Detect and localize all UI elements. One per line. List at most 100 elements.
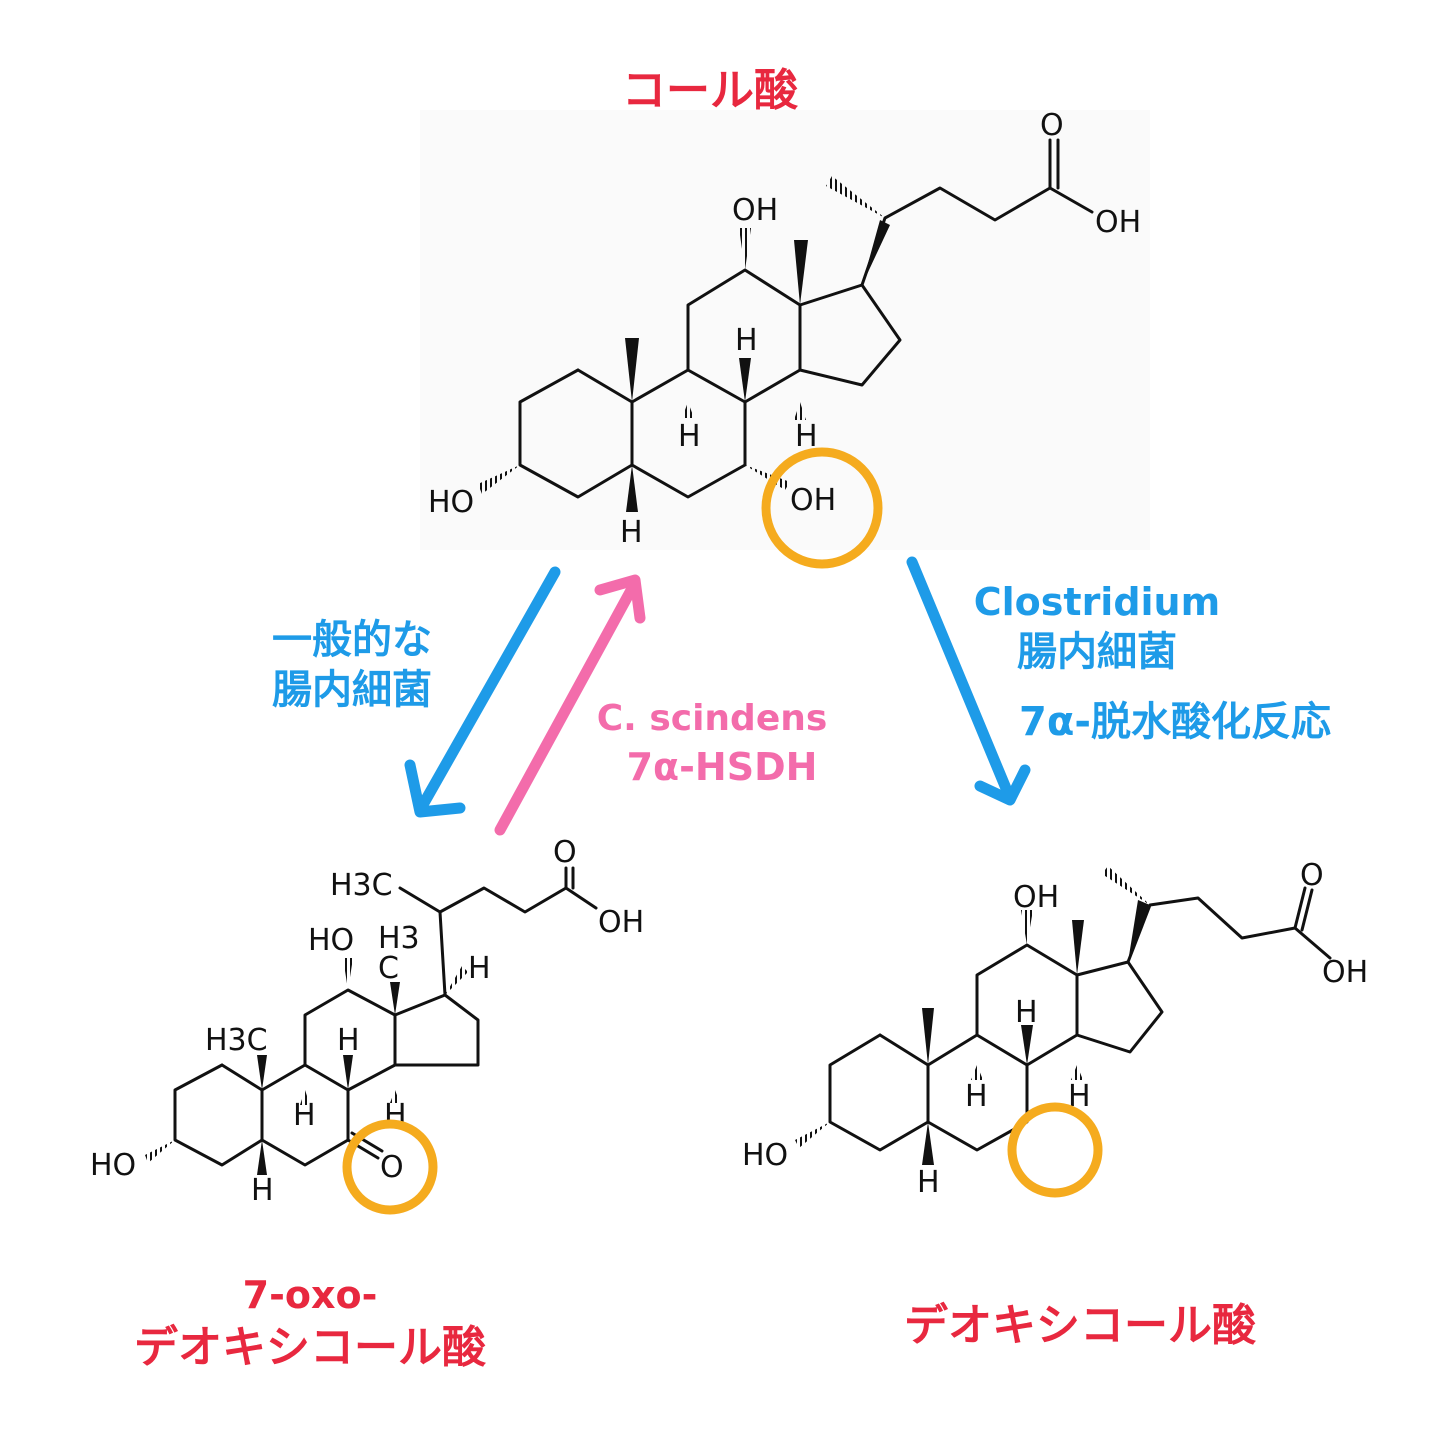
ring-d: [1075, 960, 1164, 1054]
carbonyl-bond-1: [1293, 886, 1307, 930]
h5-label: H: [917, 1165, 940, 1200]
arrow-cholic-to-oxo: [404, 566, 561, 818]
oh12-label: OH: [732, 193, 778, 228]
ring-d: [798, 283, 902, 387]
h9-hash: [971, 1065, 983, 1080]
h5-label: H: [620, 515, 643, 550]
h5-wedge: [257, 1140, 267, 1175]
methyl-21-hash: [1102, 866, 1150, 905]
arrow-oxo-to-cholic: [494, 574, 646, 836]
h14-label: H: [1068, 1079, 1091, 1114]
h14-hash: [390, 1090, 400, 1103]
h5-wedge: [922, 1122, 934, 1165]
h3c-19-label: H3C: [205, 1023, 268, 1058]
side-chain: [438, 886, 568, 997]
ring-b: [630, 368, 747, 499]
left-up-label-line2: 7α-HSDH: [627, 745, 818, 789]
h14-hash: [794, 402, 806, 420]
h9-hash: [682, 402, 694, 418]
ring-b: [260, 1063, 350, 1167]
carbonyl-bond-2: [1300, 888, 1314, 932]
h8-label: H: [1015, 995, 1038, 1030]
highlight-7-position-circle: [1007, 1102, 1103, 1198]
methyl-18-wedge: [1072, 920, 1084, 975]
h17-hash: [445, 966, 468, 995]
acid-oh-bond: [1293, 926, 1332, 960]
acid-oh-bond: [1048, 186, 1094, 214]
h8-wedge: [343, 1055, 353, 1090]
7-oxo-deoxycholic-acid-structure: H3C O OH HO H3 C H H3C H H H HO H O: [90, 835, 644, 1215]
h5-label: H: [251, 1173, 274, 1208]
left-down-label-line1: 一般的な: [272, 617, 432, 663]
h9-hash: [300, 1090, 310, 1105]
methyl-19-wedge: [257, 1055, 267, 1090]
ho3-label: HO: [428, 485, 474, 520]
right-down-label-line2: 腸内細菌: [1017, 629, 1177, 675]
ring-c: [303, 988, 397, 1092]
h9-label: H: [678, 419, 701, 454]
oxo-title-line2: デオキシコール酸: [134, 1322, 487, 1373]
h9-label: H: [293, 1098, 316, 1133]
h8-label: H: [337, 1023, 360, 1058]
left-up-label-line1: C. scindens: [597, 698, 828, 739]
acid-o-label: O: [1040, 108, 1064, 143]
arrow-cholic-to-deoxy: [906, 556, 1031, 806]
h8-label: H: [735, 323, 758, 358]
h9-label: H: [965, 1079, 988, 1114]
ho3-hash: [795, 1122, 830, 1148]
side-h3c-label: H3C: [330, 868, 393, 903]
oh12-hash: [739, 228, 751, 270]
methyl-21-bond: [398, 886, 442, 914]
cholic-acid-structure: O OH OH H H H HO H OH: [420, 108, 1150, 569]
o7-label: O: [380, 1150, 404, 1185]
acid-oh-label: OH: [1322, 955, 1368, 990]
ho3-label: HO: [90, 1148, 136, 1183]
ring-a: [173, 1063, 264, 1167]
right-down-label-line3: 7α-脱水酸化反応: [1019, 699, 1331, 745]
h14-label: H: [795, 419, 818, 454]
right-down-label-line1: Clostridium: [974, 580, 1220, 624]
methyl-18-wedge: [390, 982, 400, 1015]
highlight-7-oxo-circle: [342, 1119, 438, 1215]
side-chain: [1126, 896, 1297, 964]
acid-o-label: O: [553, 835, 577, 870]
h17-label: H: [468, 951, 491, 986]
ring-b: [926, 1033, 1029, 1152]
oh7-label: OH: [790, 483, 836, 518]
ho3-hash: [145, 1140, 175, 1163]
left-down-label-line2: 腸内細菌: [272, 667, 432, 713]
h8-wedge: [739, 358, 751, 402]
ring-a: [828, 1033, 930, 1152]
methyl-19-wedge: [625, 338, 639, 402]
ho3-hash: [478, 465, 520, 494]
oh12-label: HO: [308, 923, 354, 958]
h14-hash: [1071, 1065, 1083, 1080]
acid-oh-label: OH: [598, 905, 644, 940]
oh12-hash: [1021, 910, 1033, 945]
oh7-hash: [745, 465, 790, 490]
side-chain-wedge: [862, 220, 890, 285]
oxo-title-line1: 7-oxo-: [243, 1273, 378, 1317]
deoxycholic-acid-title: デオキシコール酸: [904, 1300, 1257, 1351]
oh12-hash: [343, 958, 353, 990]
h5-wedge: [626, 465, 638, 512]
h3-18-label: H3: [378, 921, 420, 956]
acid-oh-label: OH: [1095, 205, 1141, 240]
h8-wedge: [1021, 1025, 1033, 1065]
ring-c: [975, 943, 1079, 1067]
side-chain-wedge: [1128, 900, 1150, 962]
deoxycholic-acid-structure: O OH OH H H H HO H: [742, 858, 1368, 1200]
acid-o-label: O: [1300, 858, 1324, 893]
c-18-label: C: [378, 951, 399, 986]
oh12-label: OH: [1013, 880, 1059, 915]
highlight-7-oh-circle: [761, 447, 883, 569]
acid-oh-bond: [564, 886, 598, 910]
ring-c: [686, 268, 802, 404]
ring-d: [393, 993, 480, 1067]
methyl-18-wedge: [794, 240, 808, 305]
ho3-label: HO: [742, 1138, 788, 1173]
cholic-acid-title: コール酸: [622, 65, 799, 116]
methyl-21-hash: [826, 176, 885, 218]
